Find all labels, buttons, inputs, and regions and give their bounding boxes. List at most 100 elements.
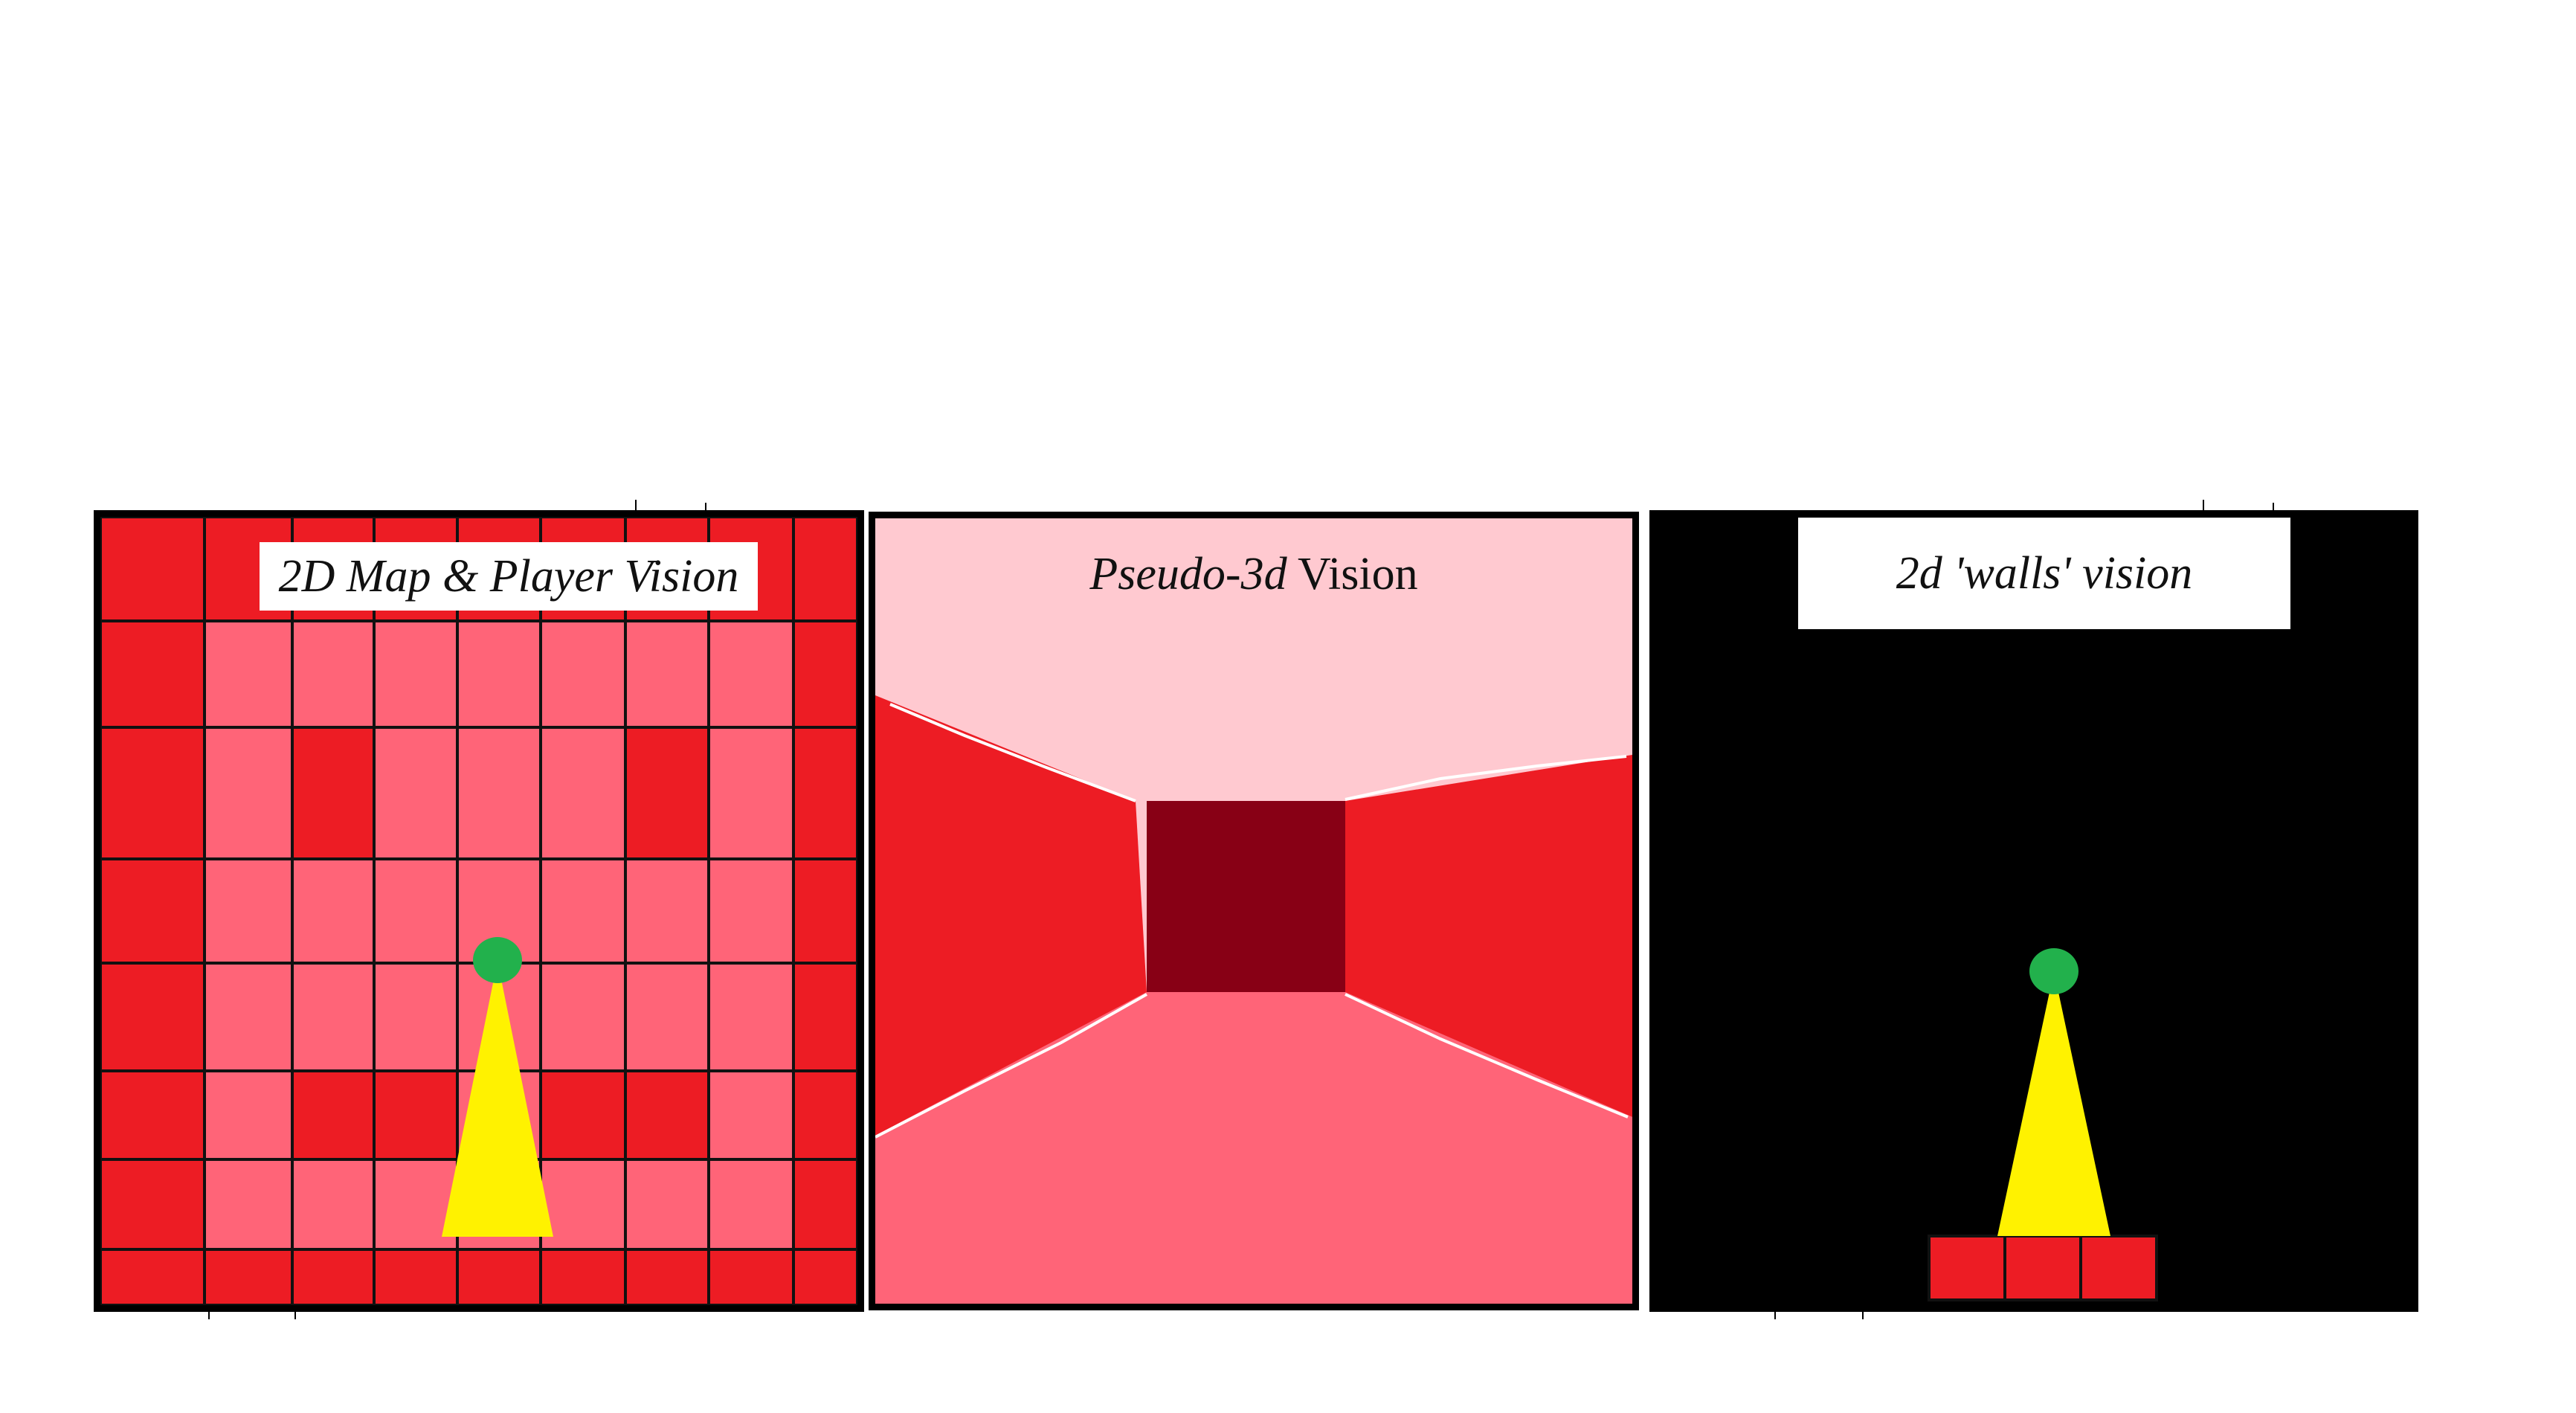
map-wall-cell xyxy=(100,517,206,622)
map-floor-cell xyxy=(373,1158,459,1251)
map-wall-cell xyxy=(624,1069,710,1161)
visible-wall-cell xyxy=(2079,1235,2158,1301)
map-wall-cell xyxy=(100,857,206,965)
map-floor-cell xyxy=(456,857,542,965)
tick-mark xyxy=(1862,1307,1864,1319)
map-floor-cell xyxy=(291,857,376,965)
left-bottom-edge xyxy=(875,993,1147,1139)
map-wall-cell xyxy=(792,962,857,1072)
map-floor-cell xyxy=(456,1158,542,1251)
map-floor-cell xyxy=(373,726,459,860)
map-floor-cell xyxy=(624,962,710,1072)
map-floor-cell xyxy=(291,619,376,729)
map-floor-cell xyxy=(291,962,376,1072)
map-wall-cell xyxy=(291,1069,376,1161)
map-floor-cell xyxy=(203,962,294,1072)
map-wall-cell xyxy=(100,1158,206,1251)
map-wall-cell xyxy=(100,1248,206,1305)
map-floor-cell xyxy=(456,962,542,1072)
map-floor-cell xyxy=(539,726,627,860)
walls2d-panel: 2d 'walls' vision xyxy=(1649,510,2418,1312)
player-dot xyxy=(2029,948,2078,994)
map-floor-cell xyxy=(373,619,459,729)
map-wall-cell xyxy=(792,1158,857,1251)
map-wall-cell xyxy=(373,1248,459,1305)
map-floor-cell xyxy=(624,1158,710,1251)
map-grid xyxy=(100,517,857,1305)
player-vision-cone xyxy=(1997,971,2110,1236)
map-wall-cell xyxy=(100,619,206,729)
map-floor-cell xyxy=(624,619,710,729)
map-wall-cell xyxy=(291,1248,376,1305)
map-floor-cell xyxy=(624,857,710,965)
visible-walls xyxy=(1928,1235,2158,1301)
map-wall-cell xyxy=(792,857,857,965)
map-floor-cell xyxy=(203,1069,294,1161)
map-floor-cell xyxy=(456,1069,542,1161)
map-floor-cell xyxy=(456,619,542,729)
tick-mark xyxy=(208,1307,210,1319)
map-wall-cell xyxy=(624,1248,710,1305)
right-bottom-edge xyxy=(1345,993,1629,1119)
map-wall-cell xyxy=(792,1069,857,1161)
floor xyxy=(875,992,1632,1304)
map-wall-cell xyxy=(373,1069,459,1161)
map-panel: 2D Map & Player Vision xyxy=(94,510,864,1312)
tick-mark xyxy=(2273,503,2274,515)
map-floor-cell xyxy=(707,619,795,729)
tick-mark xyxy=(705,503,706,515)
left-wall xyxy=(875,695,1147,1136)
map-wall-cell xyxy=(792,517,857,622)
map-wall-cell xyxy=(100,962,206,1072)
pseudo3d-scene xyxy=(875,518,1632,1304)
tick-mark xyxy=(2203,500,2204,512)
map-wall-cell xyxy=(624,726,710,860)
map-floor-cell xyxy=(291,1158,376,1251)
map-floor-cell xyxy=(456,726,542,860)
right-top-edge xyxy=(1345,755,1627,801)
walls2d-title-text: 2d 'walls' vision xyxy=(1896,547,2193,599)
visible-wall-cell xyxy=(1928,1235,2006,1301)
map-floor-cell xyxy=(707,962,795,1072)
pseudo3d-panel: Pseudo-3d Vision xyxy=(869,512,1639,1310)
map-floor-cell xyxy=(539,857,627,965)
walls2d-title: 2d 'walls' vision xyxy=(1798,518,2290,629)
map-floor-cell xyxy=(203,619,294,729)
walls2d-scene xyxy=(1649,510,2418,1312)
visible-wall-cell xyxy=(2003,1235,2082,1301)
map-floor-cell xyxy=(203,1158,294,1251)
map-floor-cell xyxy=(203,726,294,860)
map-floor-cell xyxy=(707,1069,795,1161)
map-floor-cell xyxy=(203,857,294,965)
map-floor-cell xyxy=(539,962,627,1072)
map-wall-cell xyxy=(100,726,206,860)
tick-mark xyxy=(294,1307,296,1319)
map-wall-cell xyxy=(792,619,857,729)
map-floor-cell xyxy=(373,857,459,965)
back-wall xyxy=(1147,801,1345,992)
map-floor-cell xyxy=(707,726,795,860)
right-wall xyxy=(1345,755,1632,1117)
map-floor-cell xyxy=(539,619,627,729)
left-top-edge xyxy=(889,703,1136,802)
pseudo3d-title-plain: Vision xyxy=(1287,548,1418,599)
map-wall-cell xyxy=(792,1248,857,1305)
map-wall-cell xyxy=(539,1248,627,1305)
map-wall-cell xyxy=(539,1069,627,1161)
map-title: 2D Map & Player Vision xyxy=(260,542,758,611)
map-floor-cell xyxy=(539,1158,627,1251)
pseudo3d-title-italic: Pseudo-3d xyxy=(1089,548,1287,599)
map-floor-cell xyxy=(707,1158,795,1251)
wall-edge-highlights xyxy=(875,703,1629,1139)
map-wall-cell xyxy=(707,1248,795,1305)
map-wall-cell xyxy=(203,1248,294,1305)
map-title-text: 2D Map & Player Vision xyxy=(278,550,739,602)
map-wall-cell xyxy=(456,1248,542,1305)
map-wall-cell xyxy=(291,726,376,860)
map-wall-cell xyxy=(100,1069,206,1161)
tick-mark xyxy=(1774,1307,1776,1319)
tick-mark xyxy=(635,500,637,512)
pseudo3d-title: Pseudo-3d Vision xyxy=(1034,541,1473,608)
map-floor-cell xyxy=(373,962,459,1072)
map-wall-cell xyxy=(792,726,857,860)
